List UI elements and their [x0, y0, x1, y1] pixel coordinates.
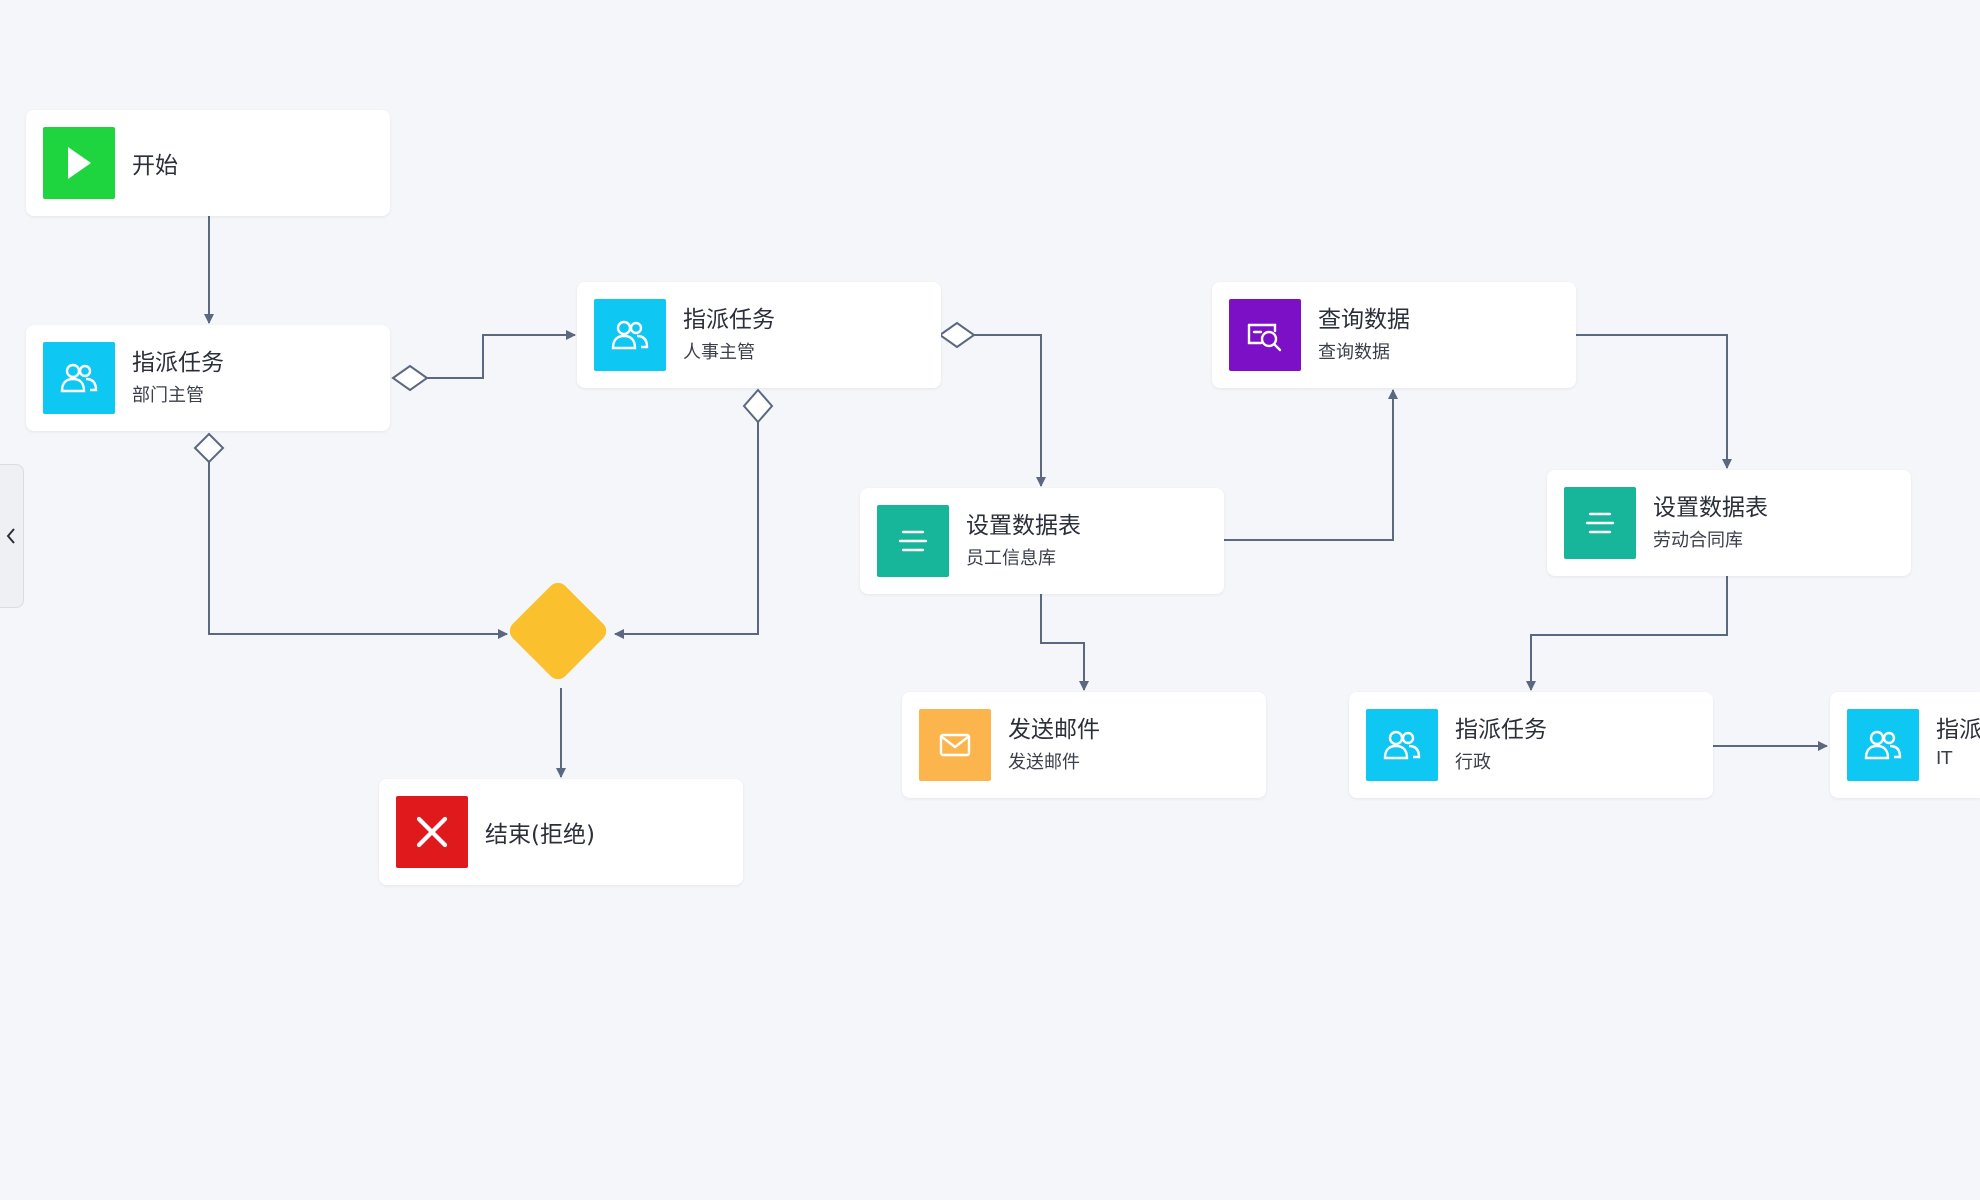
node-title: 设置数据表 — [1653, 495, 1768, 521]
edge-dept-to-hr — [427, 330, 576, 379]
node-subtitle: 发送邮件 — [1008, 752, 1080, 773]
node-subtitle: 查询数据 — [1318, 342, 1390, 363]
node-title: 设置数据表 — [966, 513, 1081, 539]
node-title: 发送邮件 — [1008, 717, 1100, 743]
node-end-reject[interactable]: 结束(拒绝) — [379, 779, 743, 885]
condition-diamond-dept-right — [391, 364, 429, 392]
node-query-data[interactable]: 查询数据 查询数据 — [1212, 282, 1576, 388]
node-assign-dept-manager[interactable]: 指派任务 部门主管 — [26, 325, 390, 431]
node-assign-it[interactable]: 指派任务 IT — [1830, 692, 1980, 798]
edge-dept-to-gateway — [208, 462, 508, 639]
node-assign-admin[interactable]: 指派任务 行政 — [1349, 692, 1713, 798]
users-icon — [1847, 709, 1919, 781]
node-set-table-contract[interactable]: 设置数据表 劳动合同库 — [1547, 470, 1911, 576]
edge-contract-to-admin — [1526, 576, 1728, 691]
close-icon — [396, 796, 468, 868]
node-title: 指派任务 — [1455, 717, 1547, 743]
node-set-table-employee[interactable]: 设置数据表 员工信息库 — [860, 488, 1224, 594]
play-icon — [43, 127, 115, 199]
node-start[interactable]: 开始 — [26, 110, 390, 216]
mail-icon — [919, 709, 991, 781]
condition-diamond-hr-bottom — [742, 388, 774, 424]
edge-emp-table-to-query — [1224, 389, 1398, 541]
condition-diamond-hr-right — [938, 321, 976, 349]
node-title: 指派任务 — [1936, 717, 1980, 743]
users-icon — [594, 299, 666, 371]
node-title: 开始 — [132, 153, 178, 179]
edge-hr-to-gateway — [614, 422, 759, 639]
node-subtitle: 人事主管 — [683, 342, 755, 363]
node-subtitle: 劳动合同库 — [1653, 530, 1743, 551]
edge-emp-table-to-mail — [1040, 594, 1089, 691]
list-icon — [1564, 487, 1636, 559]
node-title: 指派任务 — [132, 350, 224, 376]
node-send-mail[interactable]: 发送邮件 发送邮件 — [902, 692, 1266, 798]
node-subtitle: 行政 — [1455, 752, 1491, 773]
condition-diamond-dept-bottom — [193, 432, 225, 464]
node-subtitle: 部门主管 — [132, 385, 204, 406]
node-title: 指派任务 — [683, 307, 775, 333]
sidebar-toggle-button[interactable] — [0, 464, 24, 608]
node-title: 查询数据 — [1318, 307, 1410, 333]
chevron-left-icon — [6, 528, 15, 544]
users-icon — [43, 342, 115, 414]
node-subtitle: 员工信息库 — [966, 548, 1056, 569]
node-subtitle: IT — [1936, 748, 1953, 769]
node-assign-hr-manager[interactable]: 指派任务 人事主管 — [577, 282, 941, 388]
node-title: 结束(拒绝) — [485, 822, 595, 848]
users-icon — [1366, 709, 1438, 781]
search-data-icon — [1229, 299, 1301, 371]
list-icon — [877, 505, 949, 577]
edge-hr-to-emp-table — [974, 334, 1046, 487]
edge-query-to-contract — [1576, 334, 1732, 469]
